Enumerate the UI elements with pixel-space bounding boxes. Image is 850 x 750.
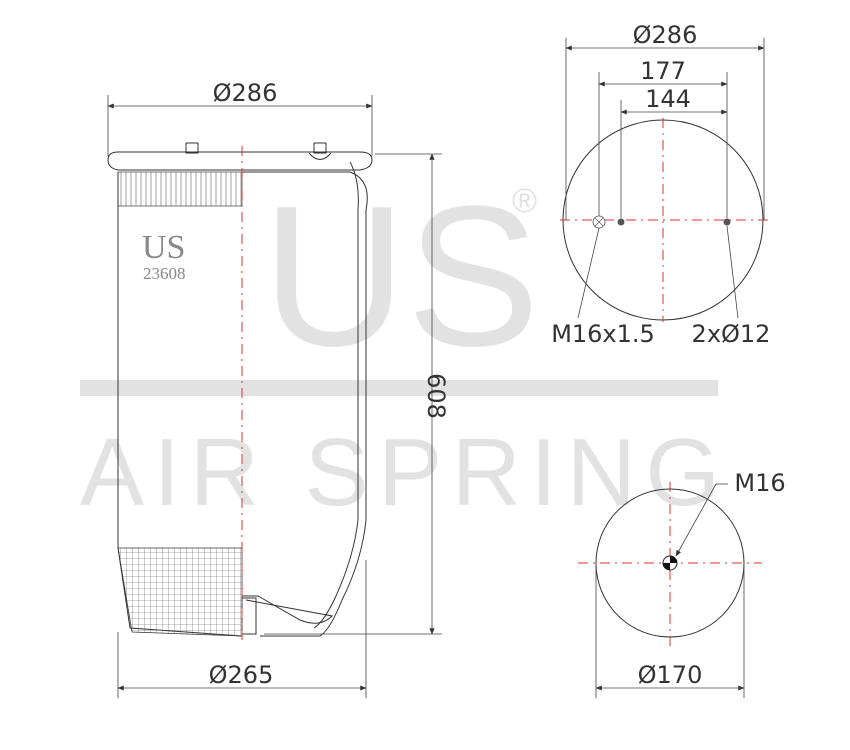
top-holes-label: 2xØ12	[692, 320, 771, 348]
top-thread-label: M16x1.5	[551, 320, 655, 348]
stud-nut	[308, 152, 332, 160]
thread-quadrant	[663, 563, 670, 570]
watermark-tagline: AIR SPRING	[80, 419, 720, 526]
side-top-diameter-label: Ø286	[213, 79, 278, 107]
side-height-label: 608	[422, 373, 450, 419]
thread-hole-cross	[594, 217, 604, 227]
top-view-diameter-label: Ø286	[633, 21, 698, 49]
bolt-spacing-outer-label: 177	[640, 57, 686, 85]
top-plate	[107, 151, 373, 171]
mount-hole-icon	[723, 218, 731, 226]
bolt-spacing-inner-label: 144	[645, 85, 691, 113]
top-stud-left	[185, 142, 199, 154]
brand-name: US	[142, 229, 185, 266]
piston-hatch	[117, 547, 243, 637]
piston-insert	[241, 597, 257, 635]
piston-profile	[242, 595, 334, 624]
holes-leader-line	[726, 225, 739, 319]
side-bottom-diameter-label: Ø265	[209, 661, 274, 689]
crimp-ribs	[117, 171, 243, 207]
bottom-view: M16 Ø170	[578, 469, 786, 698]
watermark-logo: US	[262, 165, 540, 388]
bottom-thread-label: M16	[734, 469, 785, 497]
side-view: US 23608 Ø286 Ø265 608	[107, 79, 450, 698]
bottom-thread-leader	[675, 483, 717, 557]
top-stud-right	[313, 142, 327, 154]
thread-leader-line	[577, 227, 600, 319]
part-number: 23608	[143, 264, 186, 283]
bellows-wall-inner	[313, 161, 359, 629]
bottom-diameter-label: Ø170	[638, 661, 703, 689]
thread-quadrant	[670, 556, 677, 563]
top-view: Ø286 177 144 M16x1.5 2xØ12	[551, 21, 770, 348]
bellows-right-outline	[242, 171, 368, 637]
watermark-bar	[80, 380, 718, 396]
watermark-registered-mark: ®	[512, 182, 537, 220]
mount-hole-icon	[617, 218, 625, 226]
